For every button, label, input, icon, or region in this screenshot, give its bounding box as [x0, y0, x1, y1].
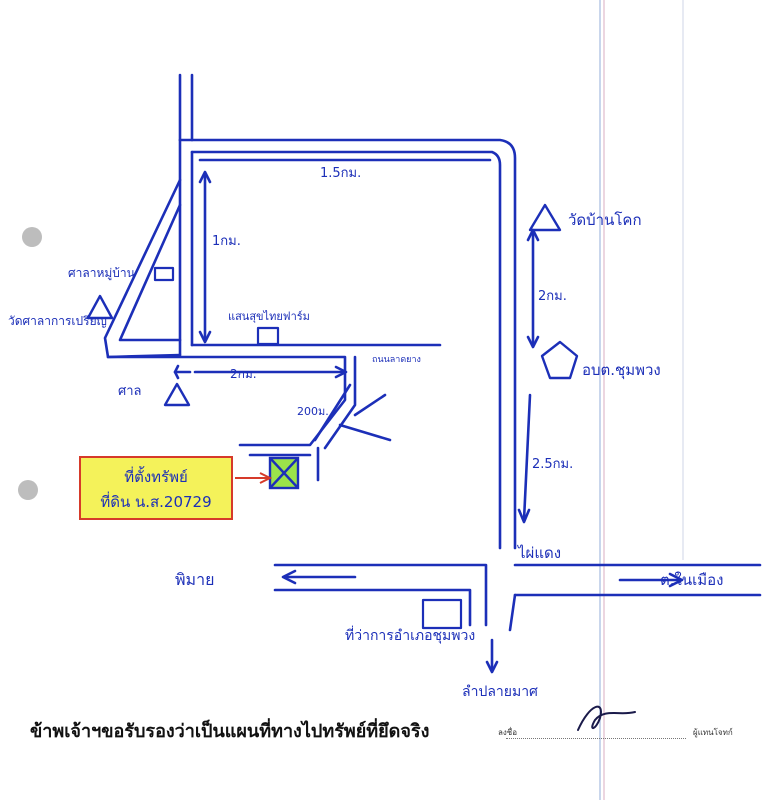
label-mueang: ต.ในเมือง [660, 571, 723, 589]
road-lower-bottom [106, 355, 347, 447]
arrow-head-phimai [281, 569, 297, 585]
binder-hole-bottom [18, 480, 38, 500]
callout-line-1: ที่ตั้งทรัพย์ [124, 466, 188, 486]
arrow-head-mueang [668, 572, 684, 588]
property-cross-icon [269, 457, 299, 489]
label-distance-lower: 2กม. [230, 367, 257, 381]
callout-line-2: ที่ดิน น.ส.20729 [100, 491, 211, 511]
sign-label: ลงชื่อ [498, 728, 518, 737]
binder-hole-top [22, 227, 42, 247]
map-labels: 1.5กม. 1กม. 2กม. 200ม. 2กม. 2.5กม. วัดบ้… [8, 166, 723, 700]
label-small-road: ถนนลาดยาง [372, 355, 421, 365]
agent-label: ผู้แทนโจทก์ [693, 728, 733, 737]
dim-branch [313, 383, 352, 442]
dim-right-lower [522, 393, 532, 522]
road-network [103, 73, 762, 674]
road-bottom-left-top [273, 563, 488, 627]
dim-right-upper-arrow-down [526, 335, 540, 349]
label-lamplaimat: ลำปลายมาศ [462, 684, 538, 700]
sala-building-icon [153, 266, 175, 282]
road-branch-right [323, 355, 357, 450]
dim-lower-arrow [334, 365, 348, 379]
label-distance-branch: 200ม. [297, 405, 329, 418]
landmarks [86, 203, 579, 630]
road-fork-1 [338, 423, 392, 442]
dim-left-arrow-down [198, 330, 212, 344]
label-sala-bottom: ศาล [118, 384, 142, 399]
road-top-outer [178, 138, 517, 550]
pentagon-office-icon [540, 340, 579, 380]
label-distance-right-upper: 2กม. [538, 289, 567, 304]
callout-box [79, 456, 233, 520]
property-marker [235, 456, 300, 490]
farm-building-icon [256, 326, 280, 346]
label-farm: แสนสุขไทยฟาร์ม [228, 310, 310, 323]
temple-icon-right [528, 203, 562, 232]
road-diagonal-inner [118, 203, 182, 342]
label-phimai: พิมาย [175, 570, 214, 589]
label-sala-top: ศาลาหมู่บ้าน [68, 266, 135, 281]
sala-marker-head [173, 364, 180, 380]
label-district: ที่ว่าการอำเภอชุมพวง [345, 626, 475, 644]
handwritten-signature [577, 705, 636, 731]
shrine-icon [163, 382, 191, 407]
temple-icon-left [86, 294, 114, 320]
label-pentagon-office: อบต.ชุมพวง [582, 361, 661, 380]
district-office-icon [421, 598, 463, 630]
callout-arrow-head [259, 472, 273, 484]
road-bottom-right-down [508, 593, 517, 632]
label-temple-right: วัดบ้านโคก [568, 211, 642, 229]
road-fork-2 [353, 393, 387, 417]
road-top-inner [190, 150, 502, 550]
label-distance-top: 1.5กม. [320, 166, 361, 181]
certification-footer: ข้าพเจ้าฯขอรับรองว่าเป็นแผนที่ทางไปทรัพย… [30, 705, 770, 756]
certification-text: ข้าพเจ้าฯขอรับรองว่าเป็นแผนที่ทางไปทรัพย… [30, 721, 430, 742]
label-distance-right-lower: 2.5กม. [532, 457, 573, 472]
arrow-head-lamplaimat [485, 660, 499, 674]
property-callout: ที่ตั้งทรัพย์ ที่ดิน น.ส.20729 [79, 456, 233, 520]
label-temple-left: วัดศาลาการเปรียญ [8, 314, 107, 328]
dim-left-arrow-up [198, 170, 212, 184]
road-bottom-left-bottom [273, 588, 472, 627]
label-phiang: ไผ่แดง [517, 544, 561, 562]
dim-right-lower-arrow [517, 508, 531, 524]
label-distance-left: 1กม. [212, 234, 241, 249]
signature-line [506, 738, 686, 739]
